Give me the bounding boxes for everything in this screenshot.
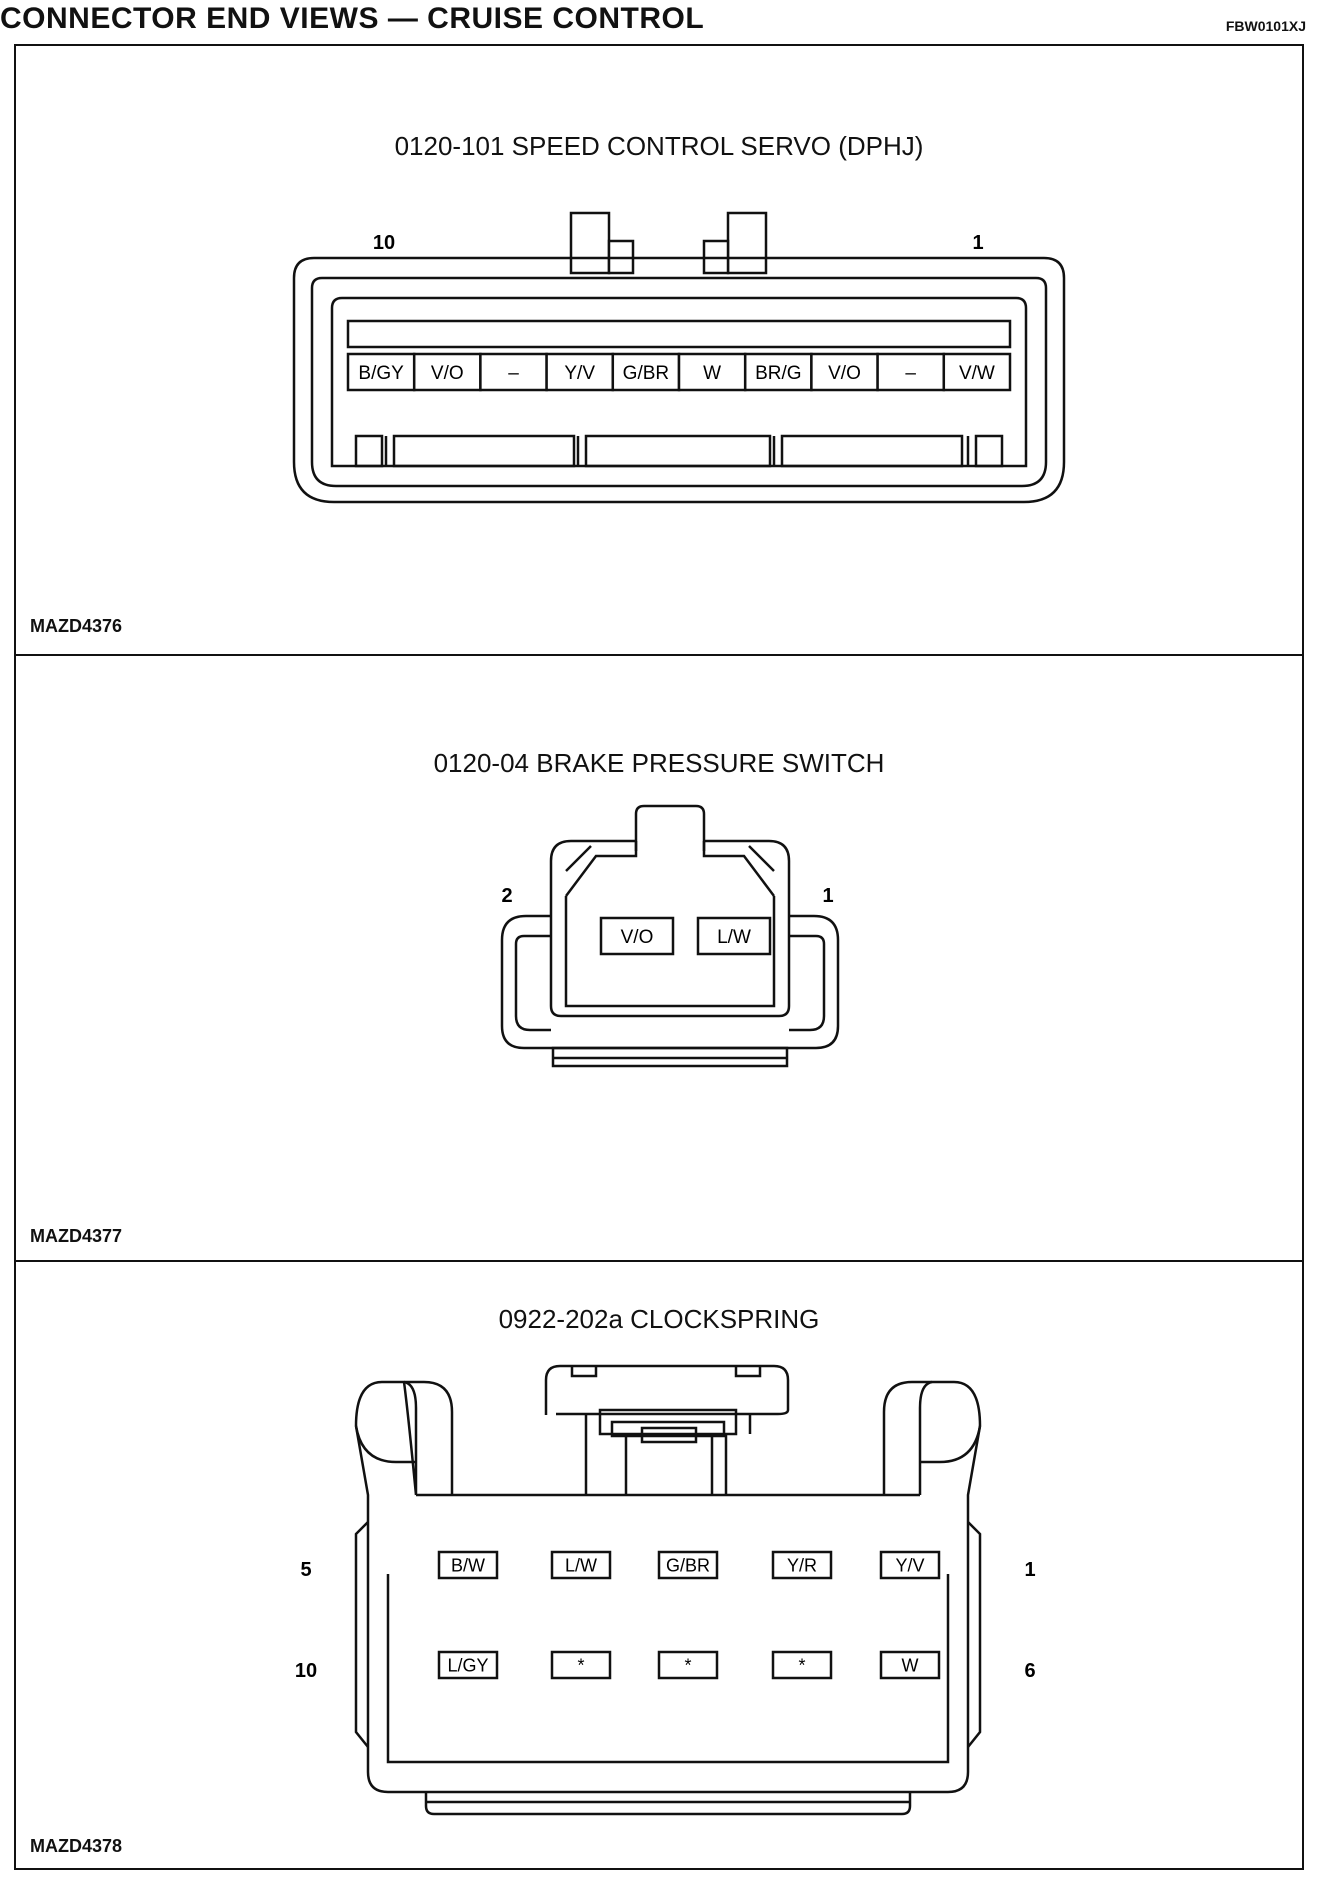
- servo-pin-label: B/GY: [358, 363, 404, 384]
- clockspring-pin-label: L/W: [565, 1555, 597, 1575]
- servo-pin-label: –: [508, 363, 519, 384]
- servo-pin: –: [876, 352, 946, 392]
- clockspring-pin: Y/V: [879, 1550, 941, 1580]
- clockspring-pin-label: *: [684, 1655, 691, 1675]
- clockspring-row2-label-right: 6: [1024, 1660, 1035, 1682]
- servo-pin-box: [942, 352, 1012, 392]
- clockspring-pin-box: [550, 1550, 612, 1580]
- servo-pin: V/W: [942, 352, 1012, 392]
- clockspring-pin-box: [879, 1650, 941, 1680]
- servo-pin-label: V/O: [431, 363, 464, 384]
- servo-pin: V/O: [810, 352, 879, 392]
- servo-connector-title: 0120-101 SPEED CONTROL SERVO (DPHJ): [394, 131, 924, 161]
- clockspring-pin: B/W: [437, 1550, 499, 1580]
- brake-pin: V/O: [599, 916, 675, 956]
- servo-pin-label: V/W: [959, 363, 995, 384]
- clockspring-pin-label: G/BR: [666, 1555, 710, 1575]
- brake-connector-title: 0120-04 BRAKE PRESSURE SWITCH: [433, 748, 885, 778]
- panel-speed-control-servo: 0120-101 SPEED CONTROL SERVO (DPHJ): [16, 46, 1302, 654]
- clockspring-pin: *: [550, 1650, 612, 1680]
- servo-pin-box: [346, 352, 416, 392]
- clockspring-pin-label: B/W: [451, 1555, 485, 1575]
- clockspring-connector-title: 0922-202a CLOCKSPRING: [498, 1304, 820, 1334]
- clockspring-pin: L/W: [550, 1550, 612, 1580]
- clockspring-pin: *: [771, 1650, 833, 1680]
- clockspring-row1-label-left: 5: [300, 1559, 311, 1581]
- clockspring-pin-label: *: [577, 1655, 584, 1675]
- servo-pin-box: [412, 352, 482, 392]
- clockspring-pin-label: L/GY: [447, 1655, 488, 1675]
- brake-pin-label: L/W: [717, 927, 751, 948]
- servo-pin-label: V/O: [828, 363, 861, 384]
- servo-pin-label: –: [905, 363, 916, 384]
- clockspring-pin: Y/R: [771, 1550, 833, 1580]
- brake-pin: L/W: [696, 916, 772, 956]
- clockspring-pin: W: [879, 1650, 941, 1680]
- servo-pin-box: [876, 352, 946, 392]
- servo-ref-code: MAZD4376: [30, 616, 123, 636]
- clockspring-pin-box: [771, 1550, 833, 1580]
- panel-brake-pressure-switch: 0120-04 BRAKE PRESSURE SWITCH: [16, 654, 1302, 1260]
- servo-pin-label: Y/V: [564, 363, 595, 384]
- brake-pin-box: [696, 916, 772, 956]
- servo-pin-label-right: 1: [972, 232, 983, 254]
- servo-pin: V/O: [412, 352, 482, 392]
- servo-pin: W: [677, 352, 747, 392]
- servo-pin: BR/G: [743, 352, 813, 392]
- servo-pin-box: [479, 352, 548, 392]
- brake-ref-code: MAZD4377: [30, 1226, 123, 1246]
- clockspring-pin: *: [657, 1650, 719, 1680]
- clockspring-pin: L/GY: [437, 1650, 499, 1680]
- diagram-frame: 0120-101 SPEED CONTROL SERVO (DPHJ): [14, 44, 1304, 1870]
- clockspring-pin-box: [437, 1650, 499, 1680]
- servo-pin: Y/V: [545, 352, 615, 392]
- brake-pin-label-left: 2: [501, 885, 512, 907]
- servo-pin-label-left: 10: [373, 232, 395, 254]
- clockspring-pin: G/BR: [657, 1550, 719, 1580]
- clockspring-pin-label: W: [902, 1655, 919, 1675]
- clockspring-pin-box: [550, 1650, 612, 1680]
- document-code: FBW0101XJ: [1225, 18, 1306, 34]
- brake-pin-box: [599, 916, 675, 956]
- servo-connector-drawing: B/GY V/O – Y/V G/BR W BR/G V/O – V/W 10 1: [292, 211, 1066, 504]
- clockspring-pin-label: Y/R: [787, 1555, 817, 1575]
- clockspring-pin-box: [771, 1650, 833, 1680]
- brake-pin-label-right: 1: [822, 885, 833, 907]
- servo-pin: G/BR: [611, 352, 681, 392]
- clockspring-row1-label-right: 1: [1024, 1559, 1035, 1581]
- page-title: CONNECTOR END VIEWS — CRUISE CONTROL: [0, 2, 705, 35]
- brake-connector-drawing: V/O L/W 2 1: [500, 804, 840, 1068]
- clockspring-pin-box: [437, 1550, 499, 1580]
- clockspring-pin-box: [657, 1650, 719, 1680]
- servo-pin: –: [479, 352, 548, 392]
- clockspring-pin-box: [879, 1550, 941, 1580]
- brake-pin-label: V/O: [621, 927, 654, 948]
- clockspring-pin-box: [657, 1550, 719, 1580]
- servo-pin-label: BR/G: [755, 363, 801, 384]
- servo-pin-box: [545, 352, 615, 392]
- clockspring-pin-label: Y/V: [895, 1555, 924, 1575]
- panel-clockspring: 0922-202a CLOCKSPRING: [16, 1260, 1302, 1872]
- clockspring-row2-label-left: 10: [295, 1660, 317, 1682]
- servo-pin-label: W: [703, 363, 721, 384]
- clockspring-pin-label: *: [798, 1655, 805, 1675]
- servo-pin: B/GY: [346, 352, 416, 392]
- clockspring-ref-code: MAZD4378: [30, 1836, 123, 1856]
- servo-pin-label: G/BR: [623, 363, 669, 384]
- clockspring-connector-drawing: B/W L/W G/BR Y/R Y/V L/GY * * * W 5 1 10 6: [295, 1364, 1036, 1816]
